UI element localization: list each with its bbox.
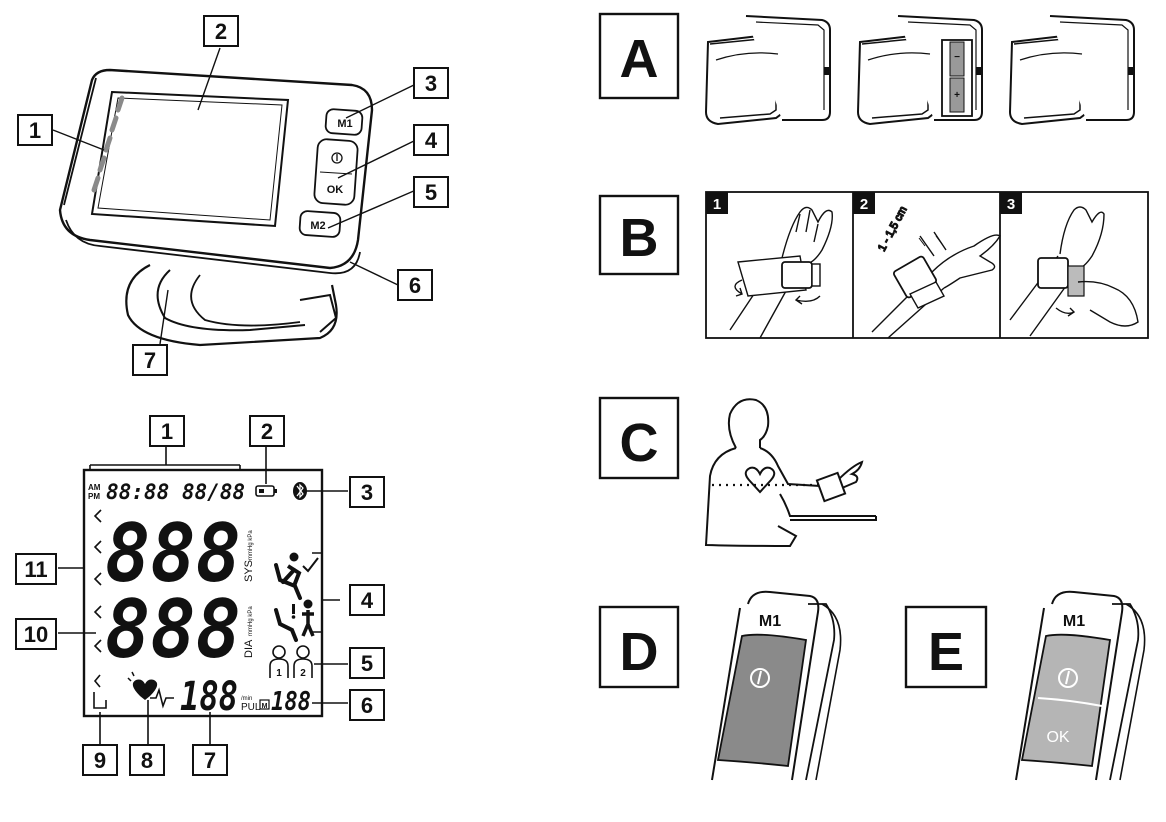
device-button-m1-label: M1 [337,118,352,130]
device-callout-3: 3 [425,71,437,96]
step-1-label: 1 [713,196,721,213]
panel-e: E M1 OK [904,590,1146,781]
posture-person-illustration [704,398,877,548]
display-callout-2: 2 [261,419,273,444]
display-callout-7: 7 [204,748,216,773]
svg-text:−: − [954,52,960,63]
heart-pulse-icon [127,671,174,709]
dia-units: mmHg kPa [248,606,254,636]
panel-e-letter: E [928,622,964,682]
device-illustration: M1 OK M2 1 2 3 4 5 6 [17,15,449,376]
cuff-closed-icon [705,15,831,125]
cuff-closed-icon [1009,15,1135,125]
e-ok-label: OK [1046,729,1069,746]
diastolic-digits: 888 [105,583,241,676]
device-button-ok-label: OK [327,184,344,196]
display-callout-6: 6 [361,693,373,718]
display-callout-10: 10 [24,622,48,647]
step-3-wrist-illustration [1009,206,1139,337]
step-3-label: 3 [1007,196,1015,213]
display-callout-8: 8 [141,748,153,773]
button-closeup-e: M1 OK [1015,590,1146,781]
display-callout-5: 5 [361,651,373,676]
posture-ok-icon [274,552,319,600]
pul-label: PUL [241,702,261,713]
panel-a: A − + [598,12,1135,125]
step-2-label: 2 [860,196,868,213]
datetime-digits: 88:88 88/88 [106,480,245,504]
panel-a-letter: A [620,29,659,89]
user2-label: 2 [300,668,306,679]
device-callout-2: 2 [215,19,227,44]
cuff-battery-open-icon: − + [857,15,983,125]
memory-digits: 188 [271,687,311,717]
am-label: AM [88,483,101,492]
dia-label: DIA [243,639,255,658]
cuff-indicator [93,692,107,709]
pul-units: /min [241,696,252,702]
button-closeup-d: M1 [711,590,842,781]
power-icon [331,152,343,164]
display-callout-9: 9 [94,748,106,773]
e-m1-label: M1 [1063,613,1085,630]
display-callout-11: 11 [24,557,47,582]
sys-units: mmHg kPa [248,530,254,560]
pulse-digits: 188 [180,674,238,720]
power-icon [750,668,770,688]
memory-badge: M [262,703,268,710]
panel-d: D M1 [598,590,842,781]
panel-b-letter: B [620,208,659,268]
display-callout-3: 3 [361,480,373,505]
svg-text:+: + [954,90,960,101]
pm-label: PM [88,492,100,501]
sys-label: SYS [243,560,255,582]
panel-c-letter: C [620,413,659,473]
display-callout-1: 1 [161,419,173,444]
d-m1-label: M1 [759,613,781,630]
posture-warning-icon [274,599,315,642]
panel-d-letter: D [620,622,659,682]
battery-icon [255,485,275,497]
step-1-wrist-illustration [729,206,833,339]
device-callout-1: 1 [29,118,41,143]
user-icons: 1 2 [269,645,313,679]
panel-c: C [598,396,877,548]
panel-b: B 1 2 3 1 - 1,5 cm [598,191,1149,339]
device-callout-4: 4 [425,128,438,153]
device-callout-7: 7 [144,348,156,373]
display-illustration: AM PM 88:88 88/88 888 888 SYS mmHg kPa D… [15,415,385,776]
device-callout-6: 6 [409,273,421,298]
user1-label: 1 [276,668,282,679]
power-icon [1058,668,1078,688]
risk-indicator-arrows [93,509,102,688]
display-callout-4: 4 [361,588,374,613]
systolic-digits: 888 [105,507,241,600]
device-callout-5: 5 [425,180,437,205]
device-button-m2-label: M2 [310,220,325,232]
